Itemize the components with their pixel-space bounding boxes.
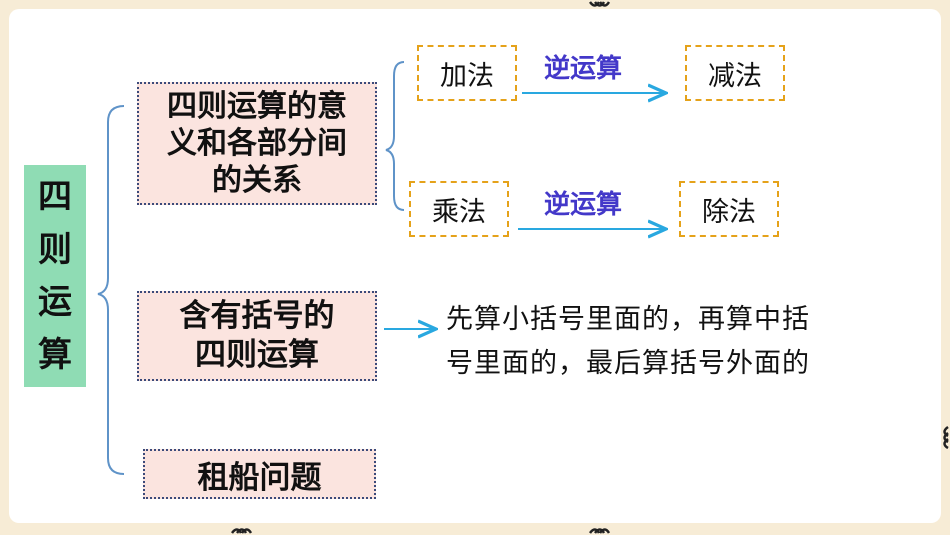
- branch-meaning-line-2: 义和各部分间: [167, 126, 347, 161]
- branch-brackets-line-2: 四则运算: [195, 337, 319, 373]
- root-char-2: 则: [38, 229, 72, 270]
- branch-brackets-line-1: 含有括号的: [179, 298, 335, 334]
- addition-label: 加法: [440, 60, 494, 92]
- addition-box: 加法: [417, 45, 517, 101]
- bracket-rule-line-1: 先算小括号里面的，再算中括: [446, 304, 810, 335]
- inverse-label-add-subtract: 逆运算: [544, 54, 623, 84]
- branch-boat-node: 租船问题: [143, 449, 376, 499]
- top-binding-decoration: [588, 0, 610, 12]
- branch-meaning-line-1: 四则运算的意: [167, 89, 347, 124]
- branch-boat-label: 租船问题: [197, 459, 322, 496]
- branch-meaning-node: 四则运算的意 义和各部分间 的关系: [137, 82, 377, 205]
- multiplication-label: 乘法: [432, 196, 486, 228]
- root-node: 四 则 运 算: [24, 165, 86, 387]
- right-binding-decoration: [938, 425, 950, 449]
- main-brace: [97, 105, 125, 475]
- root-char-4: 算: [38, 334, 72, 375]
- branch-brackets-node: 含有括号的 四则运算: [137, 291, 377, 381]
- bottom-binding-decoration: [230, 523, 252, 535]
- root-char-3: 运: [38, 282, 72, 323]
- subtraction-box: 减法: [685, 45, 785, 101]
- branch-meaning-line-3: 的关系: [212, 163, 302, 198]
- inverse-label-multiply-divide: 逆运算: [544, 190, 623, 220]
- bracket-rule-text: 先算小括号里面的，再算中括 号里面的，最后算括号外面的: [446, 298, 810, 386]
- sub-brace: [385, 61, 405, 211]
- bracket-rule-line-2: 号里面的，最后算括号外面的: [446, 348, 810, 379]
- bottom-binding-decoration-2: [588, 523, 610, 535]
- division-label: 除法: [702, 196, 756, 228]
- subtraction-label: 减法: [708, 60, 762, 92]
- root-char-1: 四: [38, 177, 72, 218]
- division-box: 除法: [679, 181, 779, 237]
- multiplication-box: 乘法: [409, 181, 509, 237]
